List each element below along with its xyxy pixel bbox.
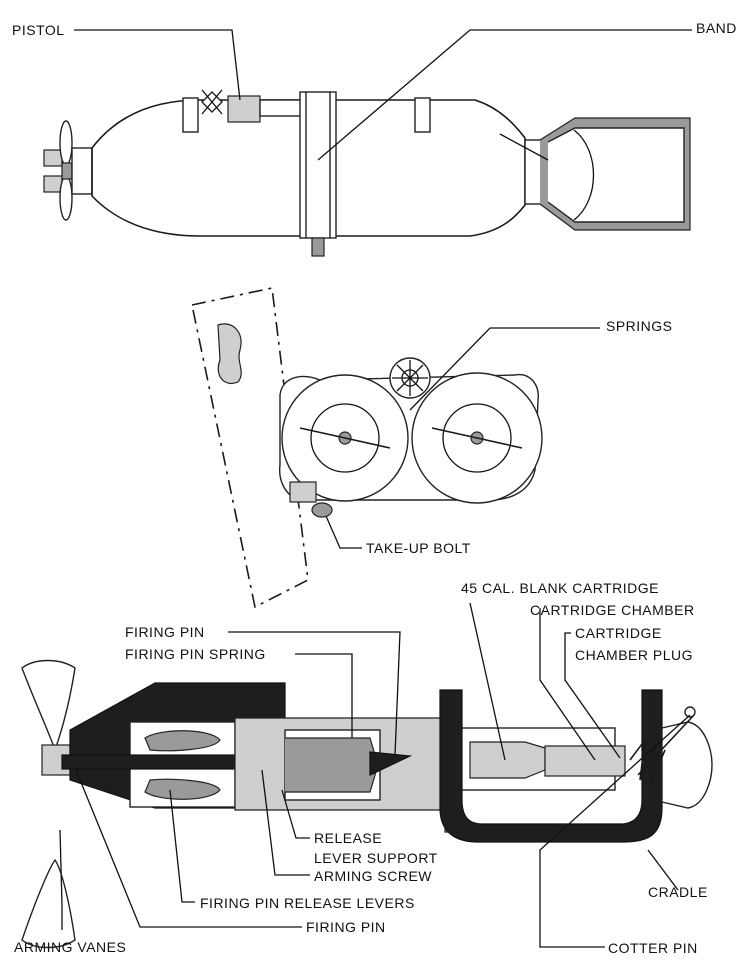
bomb-body bbox=[91, 99, 526, 237]
label-cotter-pin: COTTER PIN bbox=[608, 940, 698, 956]
leader-lines bbox=[59, 29, 692, 948]
blank-cartridge bbox=[469, 741, 546, 779]
chamber-plug bbox=[661, 721, 713, 809]
bomb-assembly bbox=[43, 89, 691, 257]
take-up-bolt bbox=[311, 502, 333, 518]
label-firing-pin-release-levers: FIRING PIN RELEASE LEVERS bbox=[200, 895, 415, 911]
nose-propeller bbox=[43, 120, 93, 221]
label-release: RELEASE bbox=[314, 830, 383, 846]
label-arming-screw: ARMING SCREW bbox=[314, 868, 432, 884]
pistol-cross-section bbox=[21, 659, 713, 949]
label-arming-vanes: ARMING VANES bbox=[14, 939, 127, 955]
label-cartridge-chamber-plug-1: CARTRIDGE bbox=[575, 625, 662, 641]
label-firing-pin-top: FIRING PIN bbox=[125, 624, 205, 640]
label-cartridge-chamber: CARTRIDGE CHAMBER bbox=[530, 602, 695, 618]
cradle bbox=[439, 689, 663, 843]
label-springs: SPRINGS bbox=[606, 318, 673, 334]
label-cartridge-chamber-plug-2: CHAMBER PLUG bbox=[575, 647, 694, 663]
arming-vane-top bbox=[21, 659, 76, 753]
label-firing-pin-spring: FIRING PIN SPRING bbox=[125, 646, 266, 662]
label-blank-cartridge: 45 CAL. BLANK CARTRIDGE bbox=[461, 580, 659, 596]
label-firing-pin-bottom: FIRING PIN bbox=[306, 919, 386, 935]
label-pistol: PISTOL bbox=[12, 22, 65, 38]
cotter-pin bbox=[637, 714, 695, 776]
spring-mechanism bbox=[191, 287, 543, 609]
tail-fin bbox=[499, 117, 691, 231]
label-band: BAND bbox=[696, 20, 737, 36]
label-lever-support: LEVER SUPPORT bbox=[314, 850, 438, 866]
label-cradle: CRADLE bbox=[648, 884, 708, 900]
band bbox=[299, 91, 337, 257]
arming-vane-bottom bbox=[21, 858, 76, 949]
label-take-up-bolt: TAKE-UP BOLT bbox=[366, 540, 471, 556]
